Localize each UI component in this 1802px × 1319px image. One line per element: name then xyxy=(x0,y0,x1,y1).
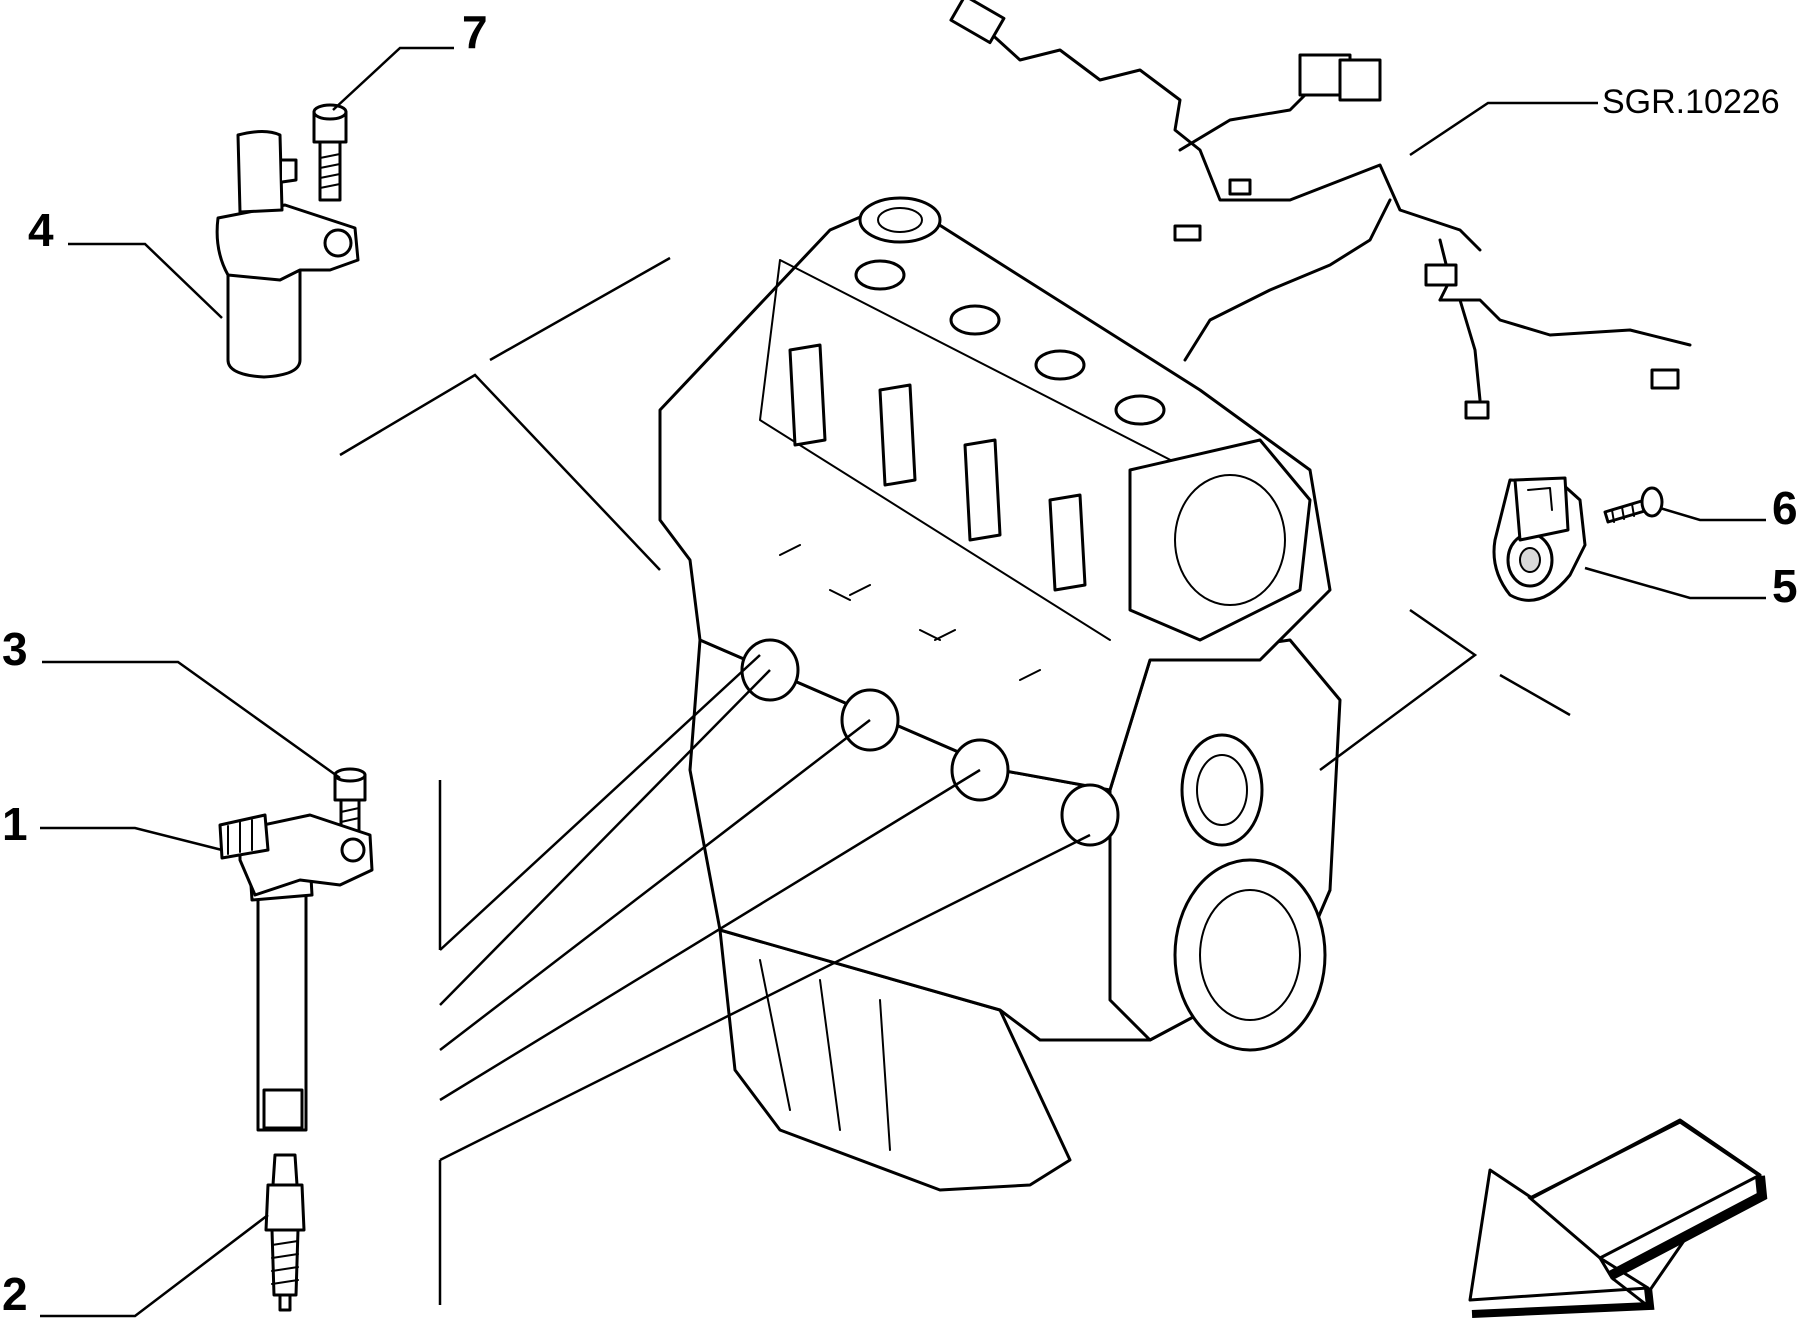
drawing-reference: SGR.10226 xyxy=(1409,83,1780,157)
part-7-bolt xyxy=(312,103,348,202)
callout-3-label: 3 xyxy=(2,623,28,675)
callout-1: 1 xyxy=(2,798,223,852)
callout-7: 7 xyxy=(332,6,488,111)
wiring-harness xyxy=(949,0,1692,420)
callout-6-label: 6 xyxy=(1772,482,1798,534)
callout-1-label: 1 xyxy=(2,798,28,850)
callout-5-label: 5 xyxy=(1772,560,1798,612)
callout-2: 2 xyxy=(2,1214,269,1319)
callout-5: 5 xyxy=(1584,560,1798,612)
crank-pulley-seal xyxy=(1173,858,1327,1052)
view-direction-arrow-icon xyxy=(1468,1118,1768,1318)
callout-7-label: 7 xyxy=(462,6,488,58)
part-5-knock-sensor xyxy=(1492,476,1587,602)
callout-3: 3 xyxy=(2,623,341,780)
spark-plug-wells xyxy=(854,196,1166,426)
callout-4: 4 xyxy=(28,204,223,319)
exhaust-ports xyxy=(740,638,1120,847)
part-2-spark-plug xyxy=(264,1153,306,1312)
part-1-ignition-coil xyxy=(218,813,374,1132)
part-4-camshaft-sensor xyxy=(215,130,360,379)
callout-6: 6 xyxy=(1659,482,1798,534)
leader-lines xyxy=(339,256,1571,1305)
callout-2-label: 2 xyxy=(2,1268,28,1319)
engine-block xyxy=(658,196,1342,1192)
part-6-bolt xyxy=(1603,486,1664,524)
drawing-reference-text: SGR.10226 xyxy=(1602,83,1780,121)
callout-4-label: 4 xyxy=(28,204,54,256)
